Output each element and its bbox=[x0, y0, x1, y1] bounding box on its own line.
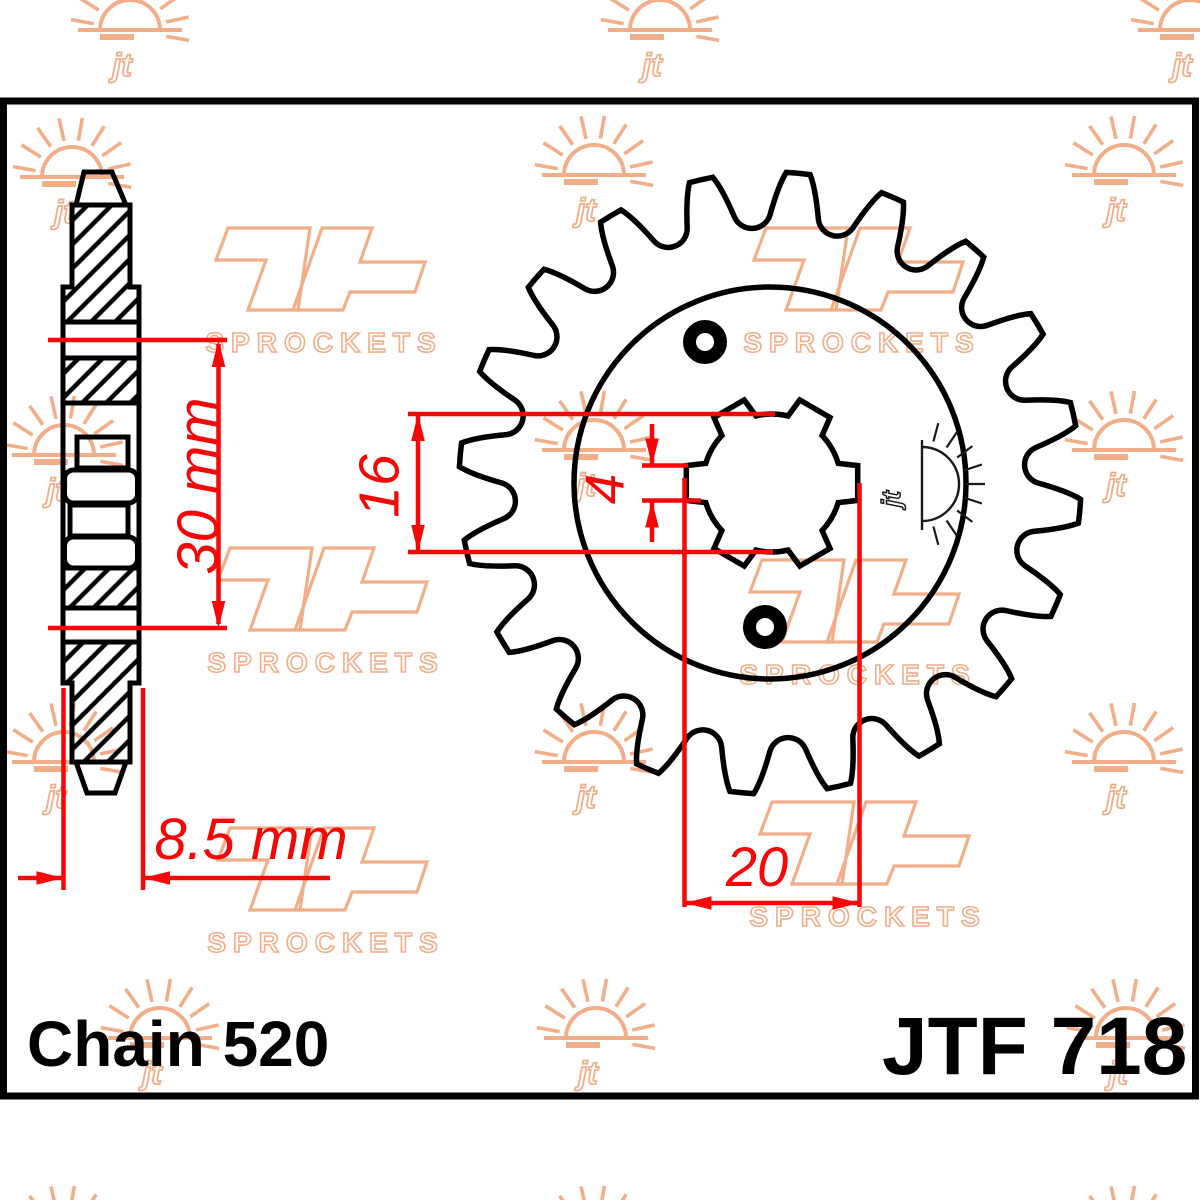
frame-border bbox=[0, 97, 1199, 1100]
side-section-view bbox=[60, 169, 142, 796]
svg-text:jt: jt bbox=[572, 779, 597, 815]
svg-text:SPROCKETS: SPROCKETS bbox=[205, 327, 442, 358]
jt-sprockets-watermark: SPROCKETS bbox=[205, 226, 442, 359]
svg-text:jt: jt bbox=[1104, 1055, 1129, 1091]
jt-sun-watermark: jt bbox=[1064, 702, 1184, 816]
jt-sun-watermark: jt bbox=[1066, 978, 1186, 1092]
jt-sun-watermark: jt bbox=[1088, 1185, 1158, 1200]
jt-sprockets-watermark: SPROCKETS bbox=[207, 826, 444, 959]
svg-text:jt: jt bbox=[638, 47, 663, 83]
gear-teeth-outline bbox=[456, 169, 1084, 797]
svg-text:SPROCKETS: SPROCKETS bbox=[739, 659, 976, 690]
jt-sun-stamp: jt bbox=[875, 422, 985, 546]
jt-sun-watermark: jt bbox=[600, 0, 720, 84]
jt-sprockets-watermark: SPROCKETS bbox=[739, 558, 976, 691]
jt-sprockets-watermark: SPROCKETS bbox=[749, 800, 986, 933]
svg-text:jt: jt bbox=[108, 47, 133, 83]
jt-sun-watermark: jt bbox=[1064, 115, 1184, 229]
section-outline bbox=[60, 169, 142, 796]
jt-sun-watermark: jt bbox=[28, 1185, 98, 1200]
jt-sun-watermark: jt bbox=[534, 115, 654, 229]
svg-text:jt: jt bbox=[138, 1055, 163, 1091]
part-number-label: JTF 718 bbox=[882, 1001, 1188, 1092]
jt-sun-watermark: jt bbox=[1064, 390, 1184, 504]
dimension-spline-key-height: 4 bbox=[573, 473, 636, 505]
jt-sun-watermark: jt bbox=[70, 0, 190, 84]
dimension-bore-minor: 16 bbox=[347, 454, 412, 518]
svg-text:SPROCKETS: SPROCKETS bbox=[743, 327, 980, 358]
jt-sun-watermark: jt bbox=[100, 978, 220, 1092]
jt-sprockets-watermark: SPROCKETS bbox=[743, 226, 980, 359]
bolt-hole bbox=[683, 320, 727, 364]
dimension-lines bbox=[18, 337, 862, 910]
bolt-hole bbox=[743, 605, 787, 649]
svg-text:SPROCKETS: SPROCKETS bbox=[207, 927, 444, 958]
svg-text:SPROCKETS: SPROCKETS bbox=[207, 647, 444, 678]
svg-text:jt: jt bbox=[1102, 467, 1127, 503]
jt-sun-watermark: jt bbox=[558, 1185, 628, 1200]
svg-text:jt: jt bbox=[1102, 779, 1127, 815]
chain-size-label: Chain 520 bbox=[27, 1008, 330, 1080]
svg-text:jt: jt bbox=[1102, 192, 1127, 228]
svg-text:jt: jt bbox=[572, 192, 597, 228]
dimension-overall-width: 30 mm bbox=[166, 397, 231, 575]
spline-bore bbox=[683, 396, 861, 570]
svg-text:SPROCKETS: SPROCKETS bbox=[749, 901, 986, 932]
front-sprocket-view: jt bbox=[456, 169, 1084, 797]
dimension-bore-major: 20 bbox=[725, 835, 789, 898]
jt-sprockets-watermark: SPROCKETS bbox=[207, 546, 444, 679]
svg-text:jt: jt bbox=[876, 490, 906, 510]
jt-sun-watermark: jt bbox=[536, 978, 656, 1092]
watermark-layer: jtjtjtjtjtjtjtjtjtjtjtjtjtjtjtjtjtjtSPRO… bbox=[4, 0, 1200, 1200]
jt-sun-watermark: jt bbox=[1130, 0, 1200, 84]
svg-text:jt: jt bbox=[574, 1055, 599, 1091]
svg-text:jt: jt bbox=[1168, 47, 1193, 83]
jt-sun-watermark: jt bbox=[12, 117, 132, 231]
dimension-hub-width: 8.5 mm bbox=[154, 807, 348, 872]
